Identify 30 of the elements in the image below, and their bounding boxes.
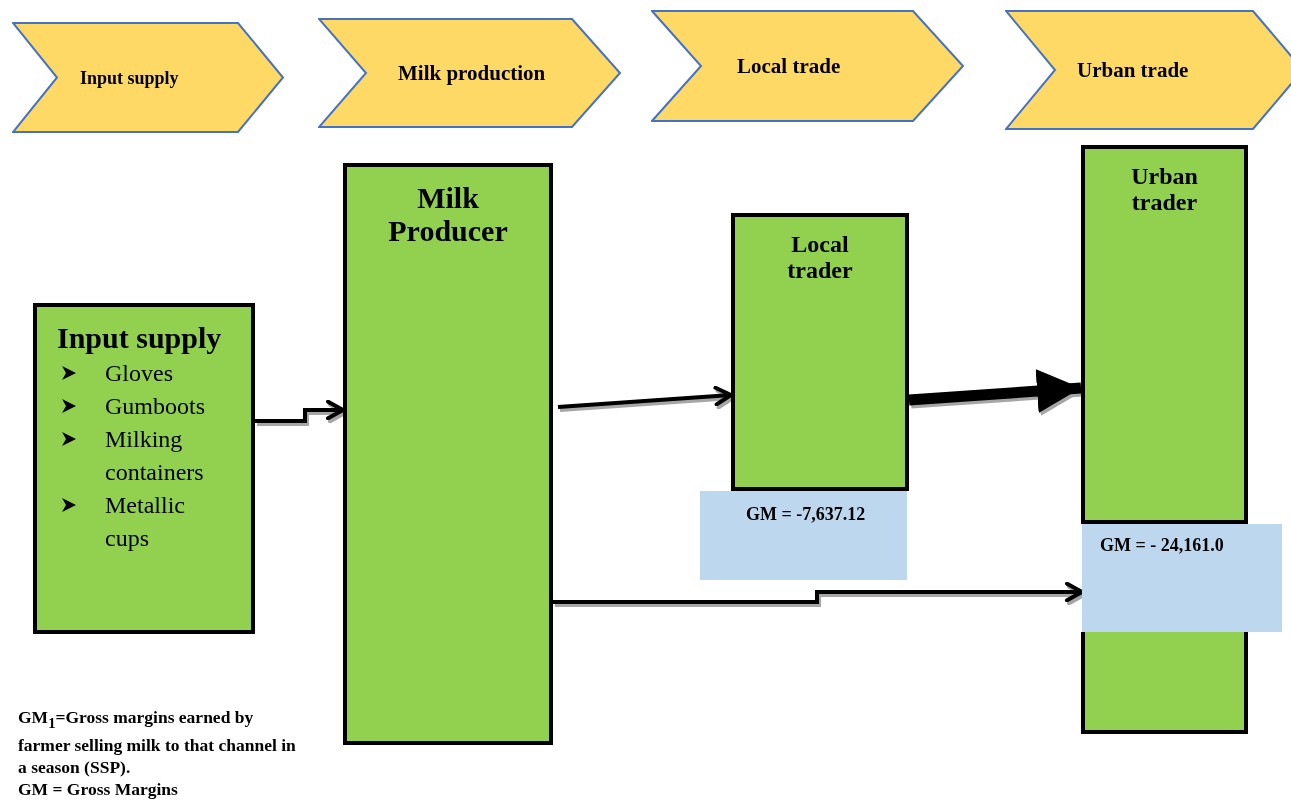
margin-value: GM = - 24,161.0	[1100, 536, 1225, 556]
chevron-shape	[318, 18, 622, 128]
arrow	[255, 399, 345, 423]
list-item: Gumboots	[105, 392, 206, 421]
footnote: GM = Gross Margins	[18, 777, 179, 800]
process-box	[1081, 145, 1248, 524]
box-title: Local trader	[786, 231, 854, 284]
process-box	[731, 213, 909, 491]
stage-label: Urban trade	[1077, 57, 1189, 83]
box-title: Milk Producer	[387, 181, 509, 247]
chevron-shape	[651, 10, 965, 122]
arrow	[908, 369, 1082, 413]
arrow	[553, 581, 1084, 604]
box-title: Urban trader	[1130, 163, 1199, 216]
chevron-shape	[12, 22, 285, 133]
note-box	[700, 491, 907, 580]
list-item: Gloves	[105, 359, 174, 388]
process-box	[33, 303, 255, 634]
note-box	[1082, 524, 1282, 632]
list-item: Metallic cups	[105, 491, 186, 553]
box-heading: Input supply	[57, 321, 223, 355]
arrow	[557, 385, 733, 409]
process-box	[343, 163, 553, 745]
stage-label: Input supply	[80, 67, 179, 88]
list-item: Milking containers	[105, 425, 205, 487]
footnote: GM$_{1}$=Gross margins earned by farmer selling milk to that channel in a season (SSP).	[18, 706, 297, 778]
stage-label: Milk production	[398, 60, 546, 86]
stage-label: Local trade	[737, 53, 841, 79]
margin-value: GM = -7,637.12	[746, 505, 867, 525]
chevron-shape	[1005, 10, 1291, 130]
